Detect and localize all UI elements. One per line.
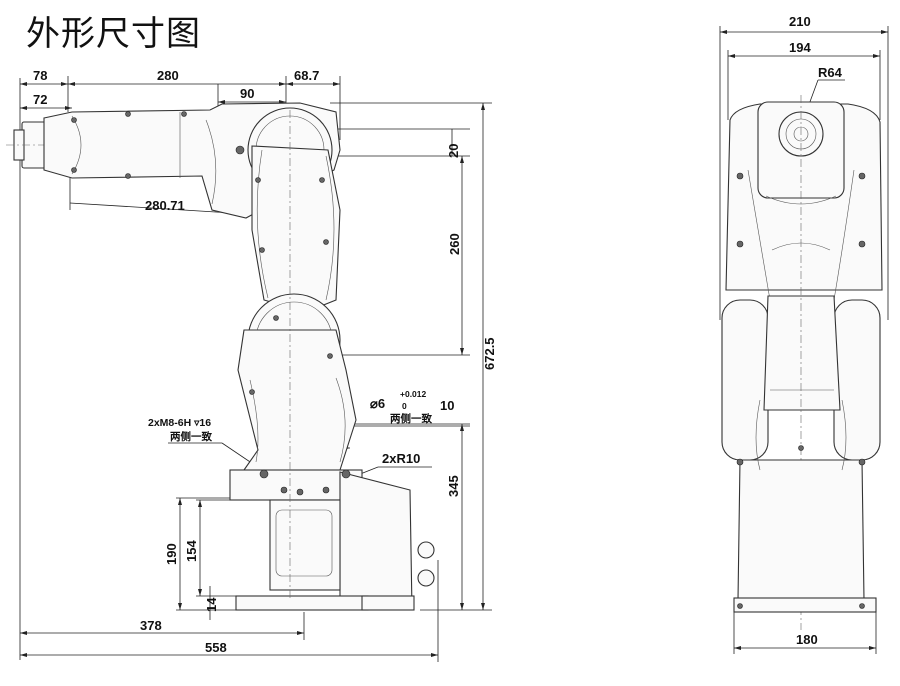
dim-72: 72 xyxy=(33,92,47,107)
thread-both-sides-note: 两侧一致 xyxy=(170,430,212,443)
robot-front-outline xyxy=(721,95,883,630)
dim-280: 280 xyxy=(157,68,179,83)
robot-side-outline xyxy=(6,102,435,611)
front-view: 210 194 R64 180 xyxy=(719,14,889,654)
dim-20-top: 20 xyxy=(446,144,461,158)
thread-note: 2xM8-6H ▿16 xyxy=(148,417,211,429)
dim-14: 14 xyxy=(204,597,219,612)
dim-78: 78 xyxy=(33,68,47,83)
dim-10: 10 xyxy=(440,398,454,413)
dim-190: 190 xyxy=(164,543,179,565)
side-view: 78 280 68.7 72 90 280.71 20 xyxy=(6,68,497,662)
dim-68-7: 68.7 xyxy=(294,68,319,83)
dim-2xr10: 2xR10 xyxy=(382,451,420,466)
dim-90: 90 xyxy=(240,86,254,101)
dim-180: 180 xyxy=(796,632,818,647)
dim-r64: R64 xyxy=(818,65,843,80)
tol-lower: 0 xyxy=(402,401,407,411)
pin-both-sides-note: 两侧一致 xyxy=(390,412,432,425)
dim-378: 378 xyxy=(140,618,162,633)
dim-280-71: 280.71 xyxy=(145,198,185,213)
dim-210: 210 xyxy=(789,14,811,29)
dim-260: 260 xyxy=(447,233,462,255)
dim-phi6: ⌀6 xyxy=(370,396,385,411)
tol-upper: +0.012 xyxy=(400,389,427,399)
dim-194: 194 xyxy=(789,40,811,55)
dim-558: 558 xyxy=(205,640,227,655)
dim-672-5: 672.5 xyxy=(482,337,497,370)
dim-154: 154 xyxy=(184,540,199,562)
dim-345: 345 xyxy=(446,475,461,497)
drawing-title: 外形尺寸图 xyxy=(26,14,201,54)
